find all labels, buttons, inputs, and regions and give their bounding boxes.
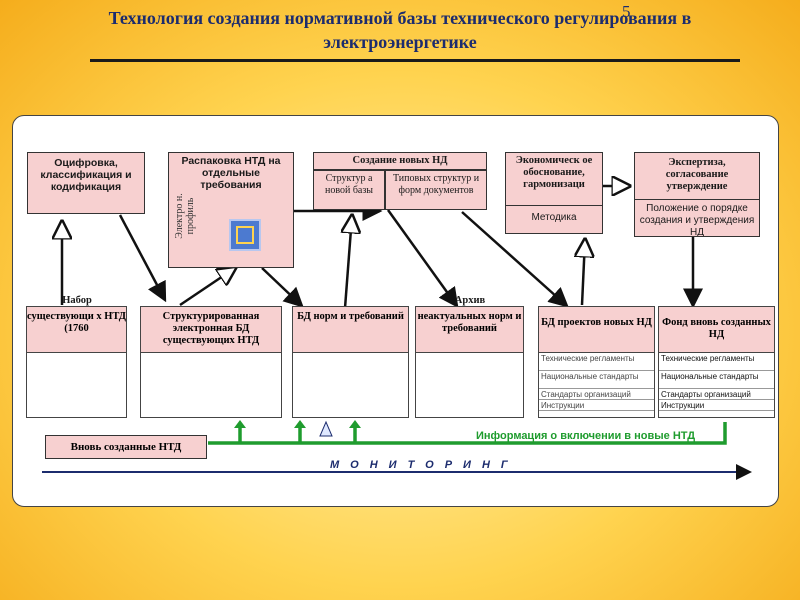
norms-db-column: БД норм и требований: [292, 306, 409, 418]
arrows: [62, 186, 703, 309]
existing-ntd-column: существующи х НТД (1760: [26, 306, 127, 418]
expertise-box: Экспертиза, согласование утверждение Пол…: [634, 152, 760, 237]
row-instructions: Инструкции: [659, 400, 774, 411]
row-instructions: Инструкции: [539, 400, 654, 411]
slide-title: Технология создания нормативной базы тех…: [108, 8, 692, 52]
new-ntd-box: Вновь созданные НТД: [45, 435, 207, 459]
projects-db-column: БД проектов новых НД Технические регламе…: [538, 306, 655, 418]
fund-column: Фонд вновь созданных НД Технические регл…: [658, 306, 775, 418]
title-divider: [90, 59, 740, 62]
economic-box: Экономическ ое обоснование, гармонизаци …: [505, 152, 603, 234]
projects-doc-rows: Технические регламенты Национальные стан…: [539, 353, 654, 411]
monitoring-label: МОНИТОРИНГ: [330, 459, 519, 471]
archive-column: неактуальных норм и требований: [415, 306, 524, 418]
arrow-up-marker: [319, 420, 333, 437]
row-tech-regulations: Технические регламенты: [539, 353, 654, 371]
archive-head: неактуальных норм и требований: [416, 307, 523, 353]
create-right-box: Типовых структур и форм документов: [385, 170, 487, 210]
chip-core: [236, 226, 254, 244]
row-national-standards: Национальные стандарты: [539, 371, 654, 389]
row-tech-regulations: Технические регламенты: [659, 353, 774, 371]
row-national-standards: Национальные стандарты: [659, 371, 774, 389]
unpack-overlap-text: Электро н. профиль: [174, 193, 196, 239]
row-org-standards: Стандарты организаций: [539, 389, 654, 400]
norms-db-head: БД норм и требований: [293, 307, 408, 353]
fund-head: Фонд вновь созданных НД: [659, 307, 774, 353]
structured-db-head: Структурированная электронная БД существ…: [141, 307, 281, 353]
unpack-box: Распаковка НТД на отдельные требования: [168, 152, 294, 268]
info-label: Информация о включении в новые НТД: [476, 430, 696, 442]
chip-icon: [229, 219, 261, 251]
fund-doc-rows: Технические регламенты Национальные стан…: [659, 353, 774, 411]
archive-note: Архив: [454, 295, 486, 306]
projects-db-head: БД проектов новых НД: [539, 307, 654, 353]
page-number: 5: [622, 2, 631, 21]
create-left-box: Структур а новой базы: [313, 170, 385, 210]
structured-db-column: Структурированная электронная БД существ…: [140, 306, 282, 418]
row-org-standards: Стандарты организаций: [659, 389, 774, 400]
set-note: Набор: [62, 295, 92, 306]
existing-ntd-head: существующи х НТД (1760: [27, 307, 126, 353]
digitize-box: Оцифровка, классификация и кодификация: [27, 152, 145, 214]
